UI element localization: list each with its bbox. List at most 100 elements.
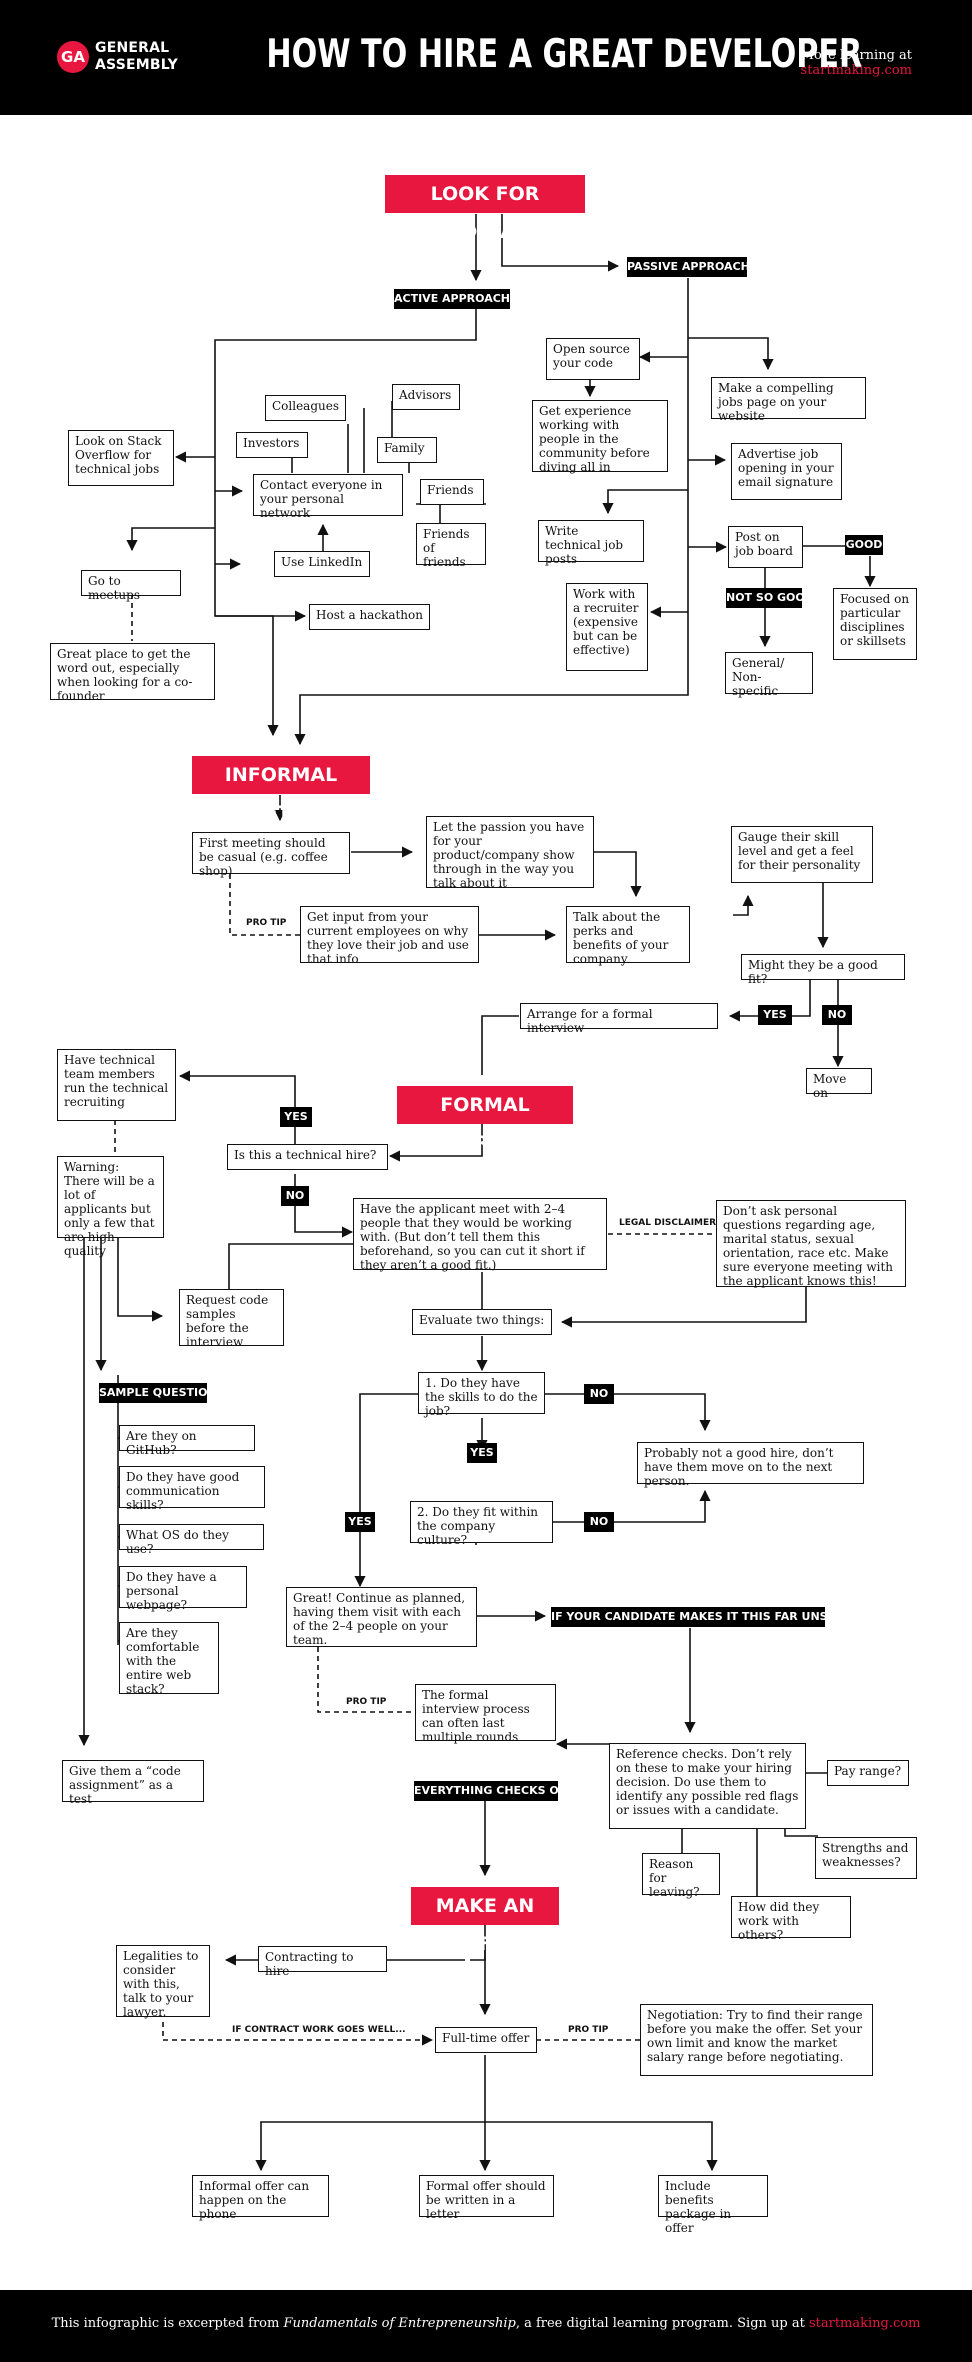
negotiation-box: Negotiation: Try to find their range bef… [640,2004,873,2076]
skills-box: 1. Do they have the skills to do the job… [418,1372,545,1418]
question-item: Do they have a personal webpage? [119,1566,247,1612]
tag-good: GOOD [845,535,883,555]
connector [733,894,754,916]
gauge-box: Gauge their skill level and get a feel f… [731,826,873,883]
connector [728,979,811,1022]
recruiter-box: Work with a recruiter (expensive but can… [566,583,648,671]
section-informal-meeting: INFORMAL MEETING [192,756,370,824]
not-good-hire-box: Probably not a good hire, don’t have the… [637,1442,864,1488]
strengths-box: Strengths and weaknesses? [815,1837,917,1879]
legalities-box: Legalities to consider with this, talk t… [116,1945,210,2019]
pro-tip-label: PRO TIP [568,2025,609,2035]
move-on-box: Move on [806,1068,872,1100]
good-fit-box: Might they be a good fit? [741,954,905,986]
connector [255,2055,486,2172]
focused-box: Focused on particular disciplines or ski… [833,588,917,660]
footer-text: This infographic is excerpted from Funda… [0,2316,972,2331]
connector [485,2121,718,2172]
question-item: Do they have good communication skills? [119,1466,265,1512]
pro-tip-label: PRO TIP [246,918,287,928]
connector [602,489,688,515]
meet-people-box: Have the applicant meet with 2–4 people … [353,1198,607,1272]
tag-no: NO [281,1186,309,1206]
warning-box: Warning: There will be a lot of applican… [57,1156,164,1258]
friends-box: Friends [420,479,484,505]
full-time-offer-box: Full-time offer [435,2027,537,2053]
legal-disclaimer-box: Don’t ask personal questions regarding a… [716,1200,906,1288]
logo-text-line1: GENERAL [95,40,170,56]
tag-yes: YES [467,1443,497,1463]
stack-overflow-box: Look on Stack Overflow for technical job… [68,430,174,486]
tag-yes: YES [280,1107,312,1127]
header-bar [0,0,972,115]
tag-no: NO [584,1512,614,1532]
question-item: What OS do they use? [119,1524,264,1556]
tag-no: NO [584,1384,614,1404]
general-box: General/ Non-specific [725,652,813,698]
experience-box: Get experience working with people in th… [532,400,668,474]
meetups-note-box: Great place to get the word out, especia… [50,643,215,703]
first-meeting-box: First meeting should be casual (e.g. cof… [192,832,350,878]
passion-box: Let the passion you have for your produc… [426,816,594,890]
connector [594,851,642,898]
meetups-box: Go to meetups [81,570,181,602]
footer-bar [0,2290,972,2362]
employee-input-box: Get input from your current employees on… [300,906,479,966]
more-learning-link[interactable]: startmaking.com [800,63,912,78]
tag-active-approaches: ACTIVE APPROACHES [394,289,525,309]
pro-tip-label: PRO TIP [346,1697,387,1707]
tag-unscathed: IF YOUR CANDIDATE MAKES IT THIS FAR UNSC… [551,1607,889,1627]
tag-not-so-good: NOT SO GOOD [726,588,814,608]
connector [545,1393,711,1432]
tag-everything-checks-out: EVERYTHING CHECKS OUT? [414,1781,582,1801]
more-learning-label: More learning at [800,48,912,63]
connector [162,2022,434,2046]
informal-offer-box: Informal offer can happen on the phone [192,2175,329,2221]
contact-network-box: Contact everyone in your personal networ… [253,474,403,520]
footer-book-title: Fundamentals of Entrepreneurship [283,2316,516,2331]
section-look-for-candidates: LOOK FOR CANDIDATES [385,175,585,243]
reason-leaving-box: Reason for leaving? [642,1853,720,1899]
reference-checks-box: Reference checks. Don’t rely on these to… [609,1743,806,1829]
tech-team-box: Have technical team members run the tech… [57,1049,176,1121]
jobs-page-box: Make a compelling jobs page on your webs… [711,377,866,423]
advisors-box: Advisors [392,384,460,410]
connector [229,874,300,936]
connector [126,527,215,552]
family-box: Family [377,437,437,463]
arrange-interview-box: Arrange for a formal interview [520,1003,718,1035]
last-rounds-box: The formal interview process can often l… [415,1684,556,1744]
connector [388,1124,483,1162]
legal-disclaimer-label: LEGAL DISCLAIMER [619,1218,717,1228]
connector [481,1015,519,1075]
connector [688,337,774,371]
general-assembly-logo: GA [57,41,89,73]
connector [553,1489,711,1523]
connector [178,1070,296,1150]
work-with-others-box: How did they work with others? [731,1896,851,1942]
footer-link[interactable]: startmaking.com [808,2316,921,2331]
evaluate-box: Evaluate two things: [412,1309,552,1335]
hackathon-box: Host a hackathon [309,604,430,630]
connector [560,1287,807,1328]
connector [470,1940,486,1961]
investors-box: Investors [236,432,308,458]
contract-goes-well-label: IF CONTRACT WORK GOES WELL... [232,2025,406,2035]
code-assignment-box: Give them a “code assignment” as a test [62,1760,204,1806]
footer-prefix: This infographic is excerpted from [51,2316,284,2331]
tag-passive-approaches: PASSIVE APPROACHES [627,257,765,277]
footer-middle: , a free digital learning program. Sign … [515,2316,809,2331]
friends-of-friends-box: Friends of friends [416,523,486,569]
benefits-box: Include benefits package in offer [658,2175,768,2235]
connector [228,1243,356,1292]
tag-yes: YES [345,1512,375,1532]
connector [354,1393,418,1588]
connector [501,214,620,272]
linkedin-box: Use LinkedIn [274,551,370,577]
contracting-box: Contracting to hire [258,1946,387,1978]
tag-sample-questions: SAMPLE QUESTIONS [99,1383,225,1403]
tech-posts-box: Write technical job posts [538,520,644,566]
question-item: Are they on GitHub? [119,1425,255,1457]
logo-text-line2: ASSEMBLY [95,57,179,73]
great-continue-box: Great! Continue as planned, having them … [286,1587,477,1647]
